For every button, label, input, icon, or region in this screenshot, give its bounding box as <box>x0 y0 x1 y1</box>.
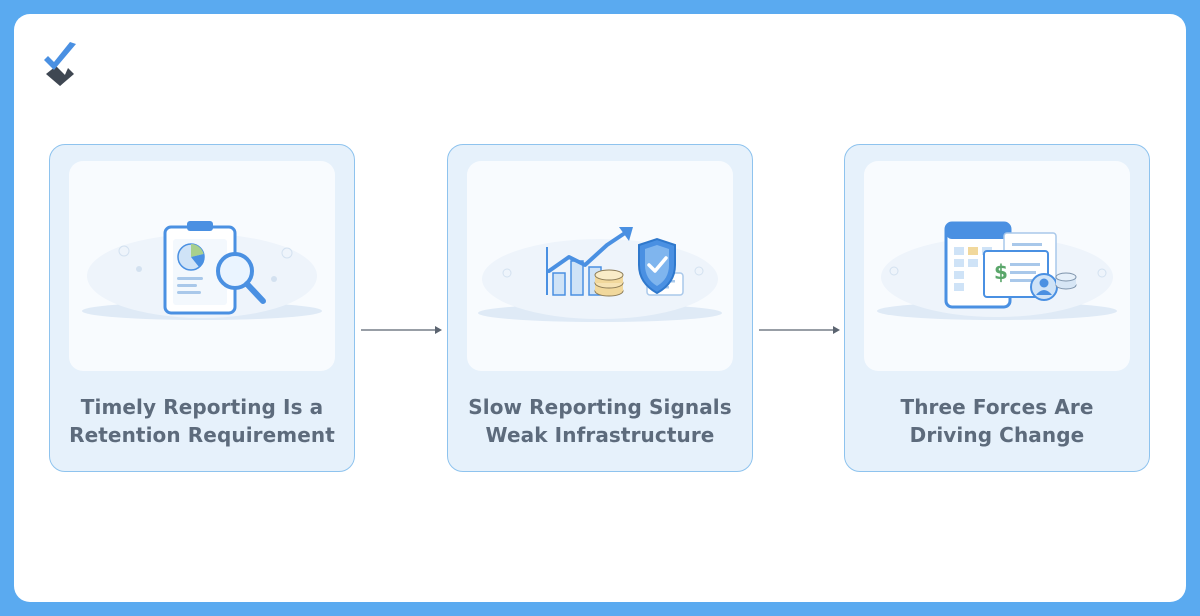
step-title-line-1: Timely Reporting Is a <box>80 395 324 419</box>
step-title: Timely Reporting Is a Retention Requirem… <box>58 393 346 449</box>
step-title: Slow Reporting Signals Weak Infrastructu… <box>456 393 744 449</box>
step-card-2: Slow Reporting Signals Weak Infrastructu… <box>447 144 753 472</box>
illustration-panel <box>69 161 335 371</box>
arrow-right-icon <box>759 326 840 334</box>
step-title-line-2: Retention Requirement <box>69 423 335 447</box>
clipboard-chart-magnifier-icon <box>82 221 322 320</box>
illustration-panel <box>467 161 733 371</box>
step-title-line-2: Weak Infrastructure <box>485 423 715 447</box>
illustration-panel: $ <box>864 161 1130 371</box>
growth-chart-shield-coins-icon <box>478 227 722 322</box>
step-title-line-1: Three Forces Are <box>900 395 1094 419</box>
step-title-line-2: Driving Change <box>909 423 1085 447</box>
step-title-line-1: Slow Reporting Signals <box>468 395 732 419</box>
step-title: Three Forces Are Driving Change <box>853 393 1141 449</box>
arrow-right-icon <box>361 326 442 334</box>
calculator-invoice-user-icon: $ <box>877 221 1117 320</box>
diagram-canvas: Timely Reporting Is a Retention Requirem… <box>14 14 1186 602</box>
check-x-logo-icon <box>44 42 76 86</box>
step-card-3: $ Three Forces Are Driving Change <box>844 144 1150 472</box>
svg-text:$: $ <box>994 260 1008 284</box>
step-card-1: Timely Reporting Is a Retention Requirem… <box>49 144 355 472</box>
